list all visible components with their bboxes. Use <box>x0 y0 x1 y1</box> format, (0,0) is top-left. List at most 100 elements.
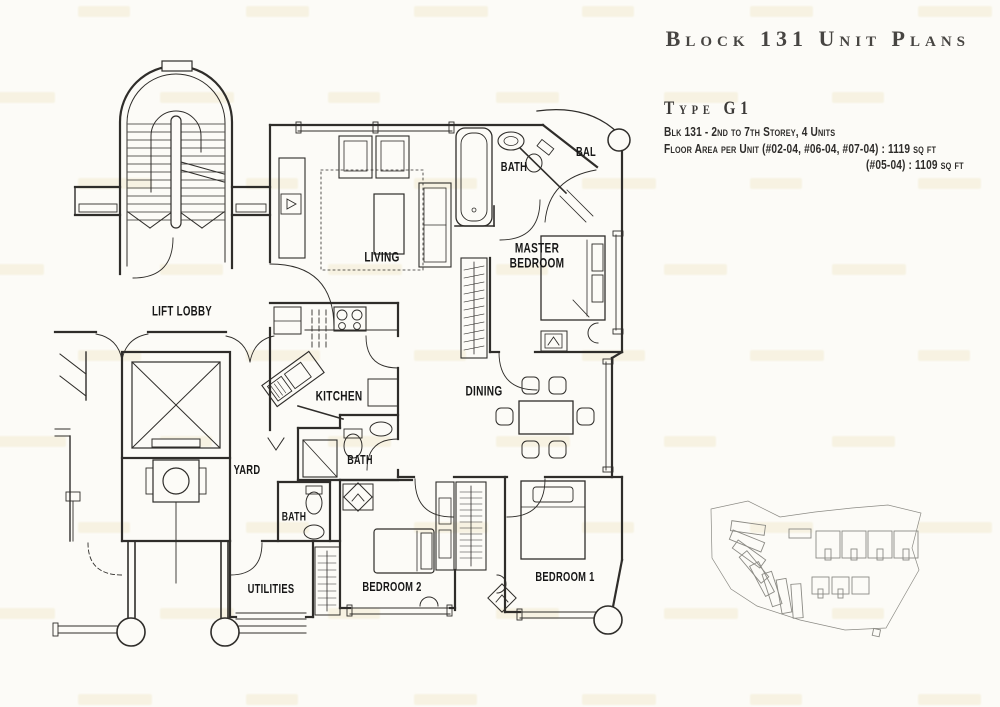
dining-table <box>518 400 574 435</box>
watermark-blob <box>832 264 906 275</box>
room-label-utilities: UTILITIES <box>247 580 295 596</box>
watermark-blob <box>918 6 992 17</box>
shelf <box>314 546 341 616</box>
sink <box>303 524 325 540</box>
floor-area-line-2: (#05-04) : 1109 sq ft <box>865 158 964 172</box>
watermark-blob <box>78 6 130 17</box>
toilet <box>343 433 363 459</box>
toilet <box>525 153 543 173</box>
side-table <box>587 322 599 344</box>
wardrobe <box>460 257 488 359</box>
bedroom2-walls-fixtures <box>338 478 457 617</box>
refuse-chute <box>120 456 232 584</box>
master-bedroom-fixtures <box>460 235 606 359</box>
site-map-mid-blocks <box>811 576 870 599</box>
watermark-blob <box>750 178 802 189</box>
toilet <box>305 491 323 515</box>
watermark-blob <box>582 178 656 189</box>
watermark-blob <box>414 350 466 361</box>
watermark-blob <box>246 178 298 189</box>
watermark-blob <box>0 92 55 103</box>
watermark-blob <box>832 436 895 447</box>
watermark-blob <box>0 436 66 447</box>
room-label-yard: YARD <box>233 461 261 477</box>
unit-walls <box>268 108 631 479</box>
yard-walls <box>52 539 342 647</box>
watermark-blob <box>496 92 559 103</box>
watermark-blob <box>160 92 234 103</box>
site-key-map <box>710 500 922 638</box>
watermark-blob <box>0 608 55 619</box>
floor-area-line-1: Floor Area per Unit (#02-04, #06-04, #07… <box>664 141 937 156</box>
watermark-blob <box>918 350 970 361</box>
watermark-blob <box>750 694 802 705</box>
bed <box>540 235 606 321</box>
sink <box>369 421 393 437</box>
watermark-blob <box>750 350 824 361</box>
watermark-blob <box>918 694 981 705</box>
pillow <box>591 243 604 272</box>
pillow <box>420 532 433 570</box>
sink <box>497 131 525 151</box>
stove <box>333 306 367 332</box>
room-label-bedroom-1: BEDROOM 1 <box>535 568 595 584</box>
column <box>593 605 623 635</box>
room-label-master-bedroom: MASTER BEDROOM <box>509 239 565 271</box>
watermark-blob <box>414 694 477 705</box>
heater <box>487 583 517 613</box>
room-label-bath-lower: BATH <box>281 509 307 524</box>
watermark-blob <box>328 436 391 447</box>
coffee-table <box>373 193 405 255</box>
armchair <box>338 135 373 179</box>
fridge <box>273 306 302 335</box>
room-label-bedroom-2: BEDROOM 2 <box>362 578 422 594</box>
sofa <box>418 182 452 268</box>
column <box>210 617 240 647</box>
bathtub <box>455 127 493 227</box>
watermark-blob <box>246 694 298 705</box>
column <box>116 617 146 647</box>
armchair <box>375 135 410 179</box>
watermark-blob <box>328 264 402 275</box>
watermark-blob <box>78 522 130 533</box>
watermark-blob <box>496 264 548 275</box>
wardrobe <box>455 481 487 571</box>
wardrobe <box>435 481 455 571</box>
room-label-living: LIVING <box>364 248 400 265</box>
watermark-blob <box>582 350 645 361</box>
heater <box>343 482 373 512</box>
lift-shaft <box>120 350 232 460</box>
unit-type-title: Type G1 <box>664 98 753 119</box>
bedroom-hall <box>396 475 614 571</box>
room-label-bath-top: BATH <box>500 158 528 174</box>
watermark-blob <box>160 264 223 275</box>
watermark-blob <box>496 608 559 619</box>
rug <box>320 169 424 271</box>
watermark-blob <box>664 92 738 103</box>
watermark-blob <box>750 6 813 17</box>
site-map-fan-blocks <box>728 520 804 619</box>
watermark-blob <box>78 178 152 189</box>
bedroom1-walls-fixtures <box>487 475 624 635</box>
shower <box>302 439 338 478</box>
watermark-blob <box>0 264 44 275</box>
living-fixtures <box>278 135 452 271</box>
dining-fixtures <box>495 376 595 459</box>
watermark-blob <box>160 608 234 619</box>
watermark-blob <box>664 608 738 619</box>
utilities-walls <box>228 539 341 620</box>
room-label-lift-lobby: LIFT LOBBY <box>151 303 213 319</box>
bed <box>373 528 435 574</box>
watermark-blob <box>414 522 488 533</box>
watermark-blob <box>832 92 884 103</box>
bath-top-fixtures <box>455 127 555 227</box>
watermark-blob <box>78 350 141 361</box>
room-label-dining: DINING <box>465 382 503 399</box>
watermark-blob <box>664 264 727 275</box>
watermark-blob <box>246 6 309 17</box>
watermark-blob <box>918 178 981 189</box>
room-label-bath-middle: BATH <box>347 453 373 468</box>
watermark-blob <box>582 694 656 705</box>
